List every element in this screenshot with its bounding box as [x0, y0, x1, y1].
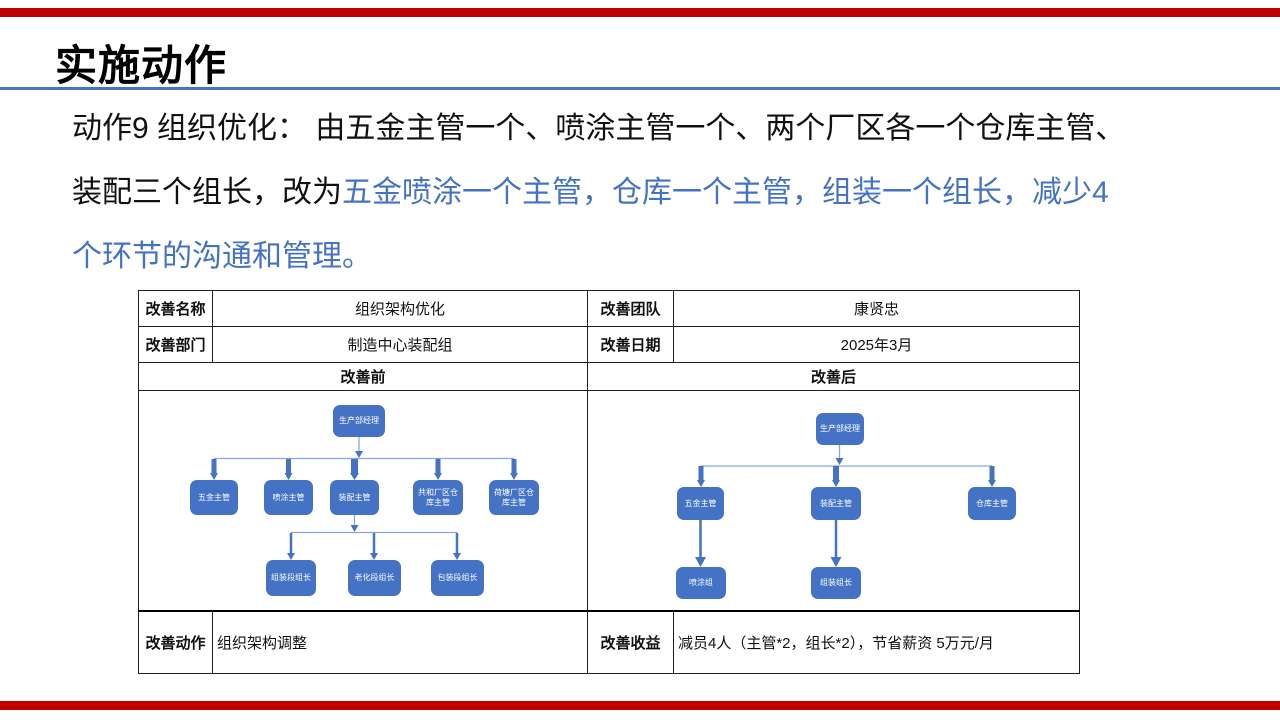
org-node-hardware-sup-after: 五金主管: [677, 487, 724, 520]
paragraph-line3-blue: 个环节的沟通和管理。: [72, 240, 372, 273]
label-improvement-date: 改善日期: [587, 326, 674, 363]
paragraph-line1: 动作9 组织优化： 由五金主管一个、喷涂主管一个、两个厂区各一个仓库主管、: [72, 112, 1126, 145]
page-title: 实施动作: [55, 42, 228, 89]
paragraph-line2-blue: 五金喷涂一个主管，仓库一个主管，组装一个组长，减少4: [342, 176, 1109, 209]
org-node-packing-leader: 包装段组长: [431, 560, 484, 596]
org-chart-before-connectors: [210, 437, 518, 560]
top-red-bar: [0, 8, 1280, 17]
value-improvement-benefit: 减员4人（主管*2，组长*2），节省薪资 5万元/月: [673, 610, 1080, 674]
org-node-root-before: 生产部经理: [333, 405, 385, 437]
table-row: 改善前 改善后: [138, 362, 1080, 391]
org-node-root-after: 生产部经理: [816, 413, 864, 445]
table-row: 改善名称 组织架构优化 改善团队 康贤忠: [138, 290, 1080, 327]
org-chart-after-connectors: [695, 445, 996, 567]
paragraph-line2-black: 装配三个组长，改为: [72, 176, 342, 209]
label-improvement-action: 改善动作: [138, 610, 213, 674]
value-improvement-team: 康贤忠: [673, 290, 1080, 327]
org-node-assembly-leader-after: 组装组长: [811, 567, 861, 599]
label-improvement-benefit: 改善收益: [587, 610, 674, 674]
header-after: 改善后: [587, 362, 1080, 391]
org-node-spray-group-after: 喷涂组: [676, 567, 726, 599]
header-before: 改善前: [138, 362, 588, 391]
label-improvement-dept: 改善部门: [138, 326, 213, 363]
org-node-aging-leader: 老化段组长: [348, 560, 401, 596]
org-chart-row: 生产部经理 五金主管 喷涂主管 装配主管 共和厂区仓库主管 荷塘厂区仓库主管 组…: [138, 390, 1080, 612]
org-node-spray-sup: 喷涂主管: [264, 480, 313, 515]
bottom-red-bar: [0, 701, 1280, 710]
org-node-hardware-sup: 五金主管: [190, 480, 238, 515]
value-improvement-action: 组织架构调整: [212, 610, 588, 674]
org-node-gonghe-warehouse-sup: 共和厂区仓库主管: [413, 480, 463, 515]
org-chart-after-cell: 生产部经理 五金主管 装配主管 仓库主管 喷涂组 组装组长: [587, 390, 1080, 612]
title-underline: [0, 87, 1280, 90]
value-improvement-name: 组织架构优化: [212, 290, 588, 327]
table-row: 改善部门 制造中心装配组 改善日期 2025年3月: [138, 326, 1080, 363]
org-node-warehouse-sup-after: 仓库主管: [968, 487, 1016, 520]
org-node-assembly-sup: 装配主管: [330, 480, 379, 515]
improvement-table: 改善名称 组织架构优化 改善团队 康贤忠 改善部门 制造中心装配组 改善日期 2…: [138, 290, 1080, 674]
label-improvement-team: 改善团队: [587, 290, 674, 327]
value-improvement-dept: 制造中心装配组: [212, 326, 588, 363]
body-paragraph: 动作9 组织优化： 由五金主管一个、喷涂主管一个、两个厂区各一个仓库主管、装配三…: [72, 97, 1212, 289]
table-row: 改善动作 组织架构调整 改善收益 减员4人（主管*2，组长*2），节省薪资 5万…: [138, 610, 1080, 674]
org-chart-before-cell: 生产部经理 五金主管 喷涂主管 装配主管 共和厂区仓库主管 荷塘厂区仓库主管 组…: [138, 390, 588, 612]
org-node-assembly-sup-after: 装配主管: [811, 487, 861, 520]
value-improvement-date: 2025年3月: [673, 326, 1080, 363]
org-node-hetang-warehouse-sup: 荷塘厂区仓库主管: [489, 480, 539, 515]
org-node-assembly-leader: 组装段组长: [266, 560, 316, 596]
label-improvement-name: 改善名称: [138, 290, 213, 327]
